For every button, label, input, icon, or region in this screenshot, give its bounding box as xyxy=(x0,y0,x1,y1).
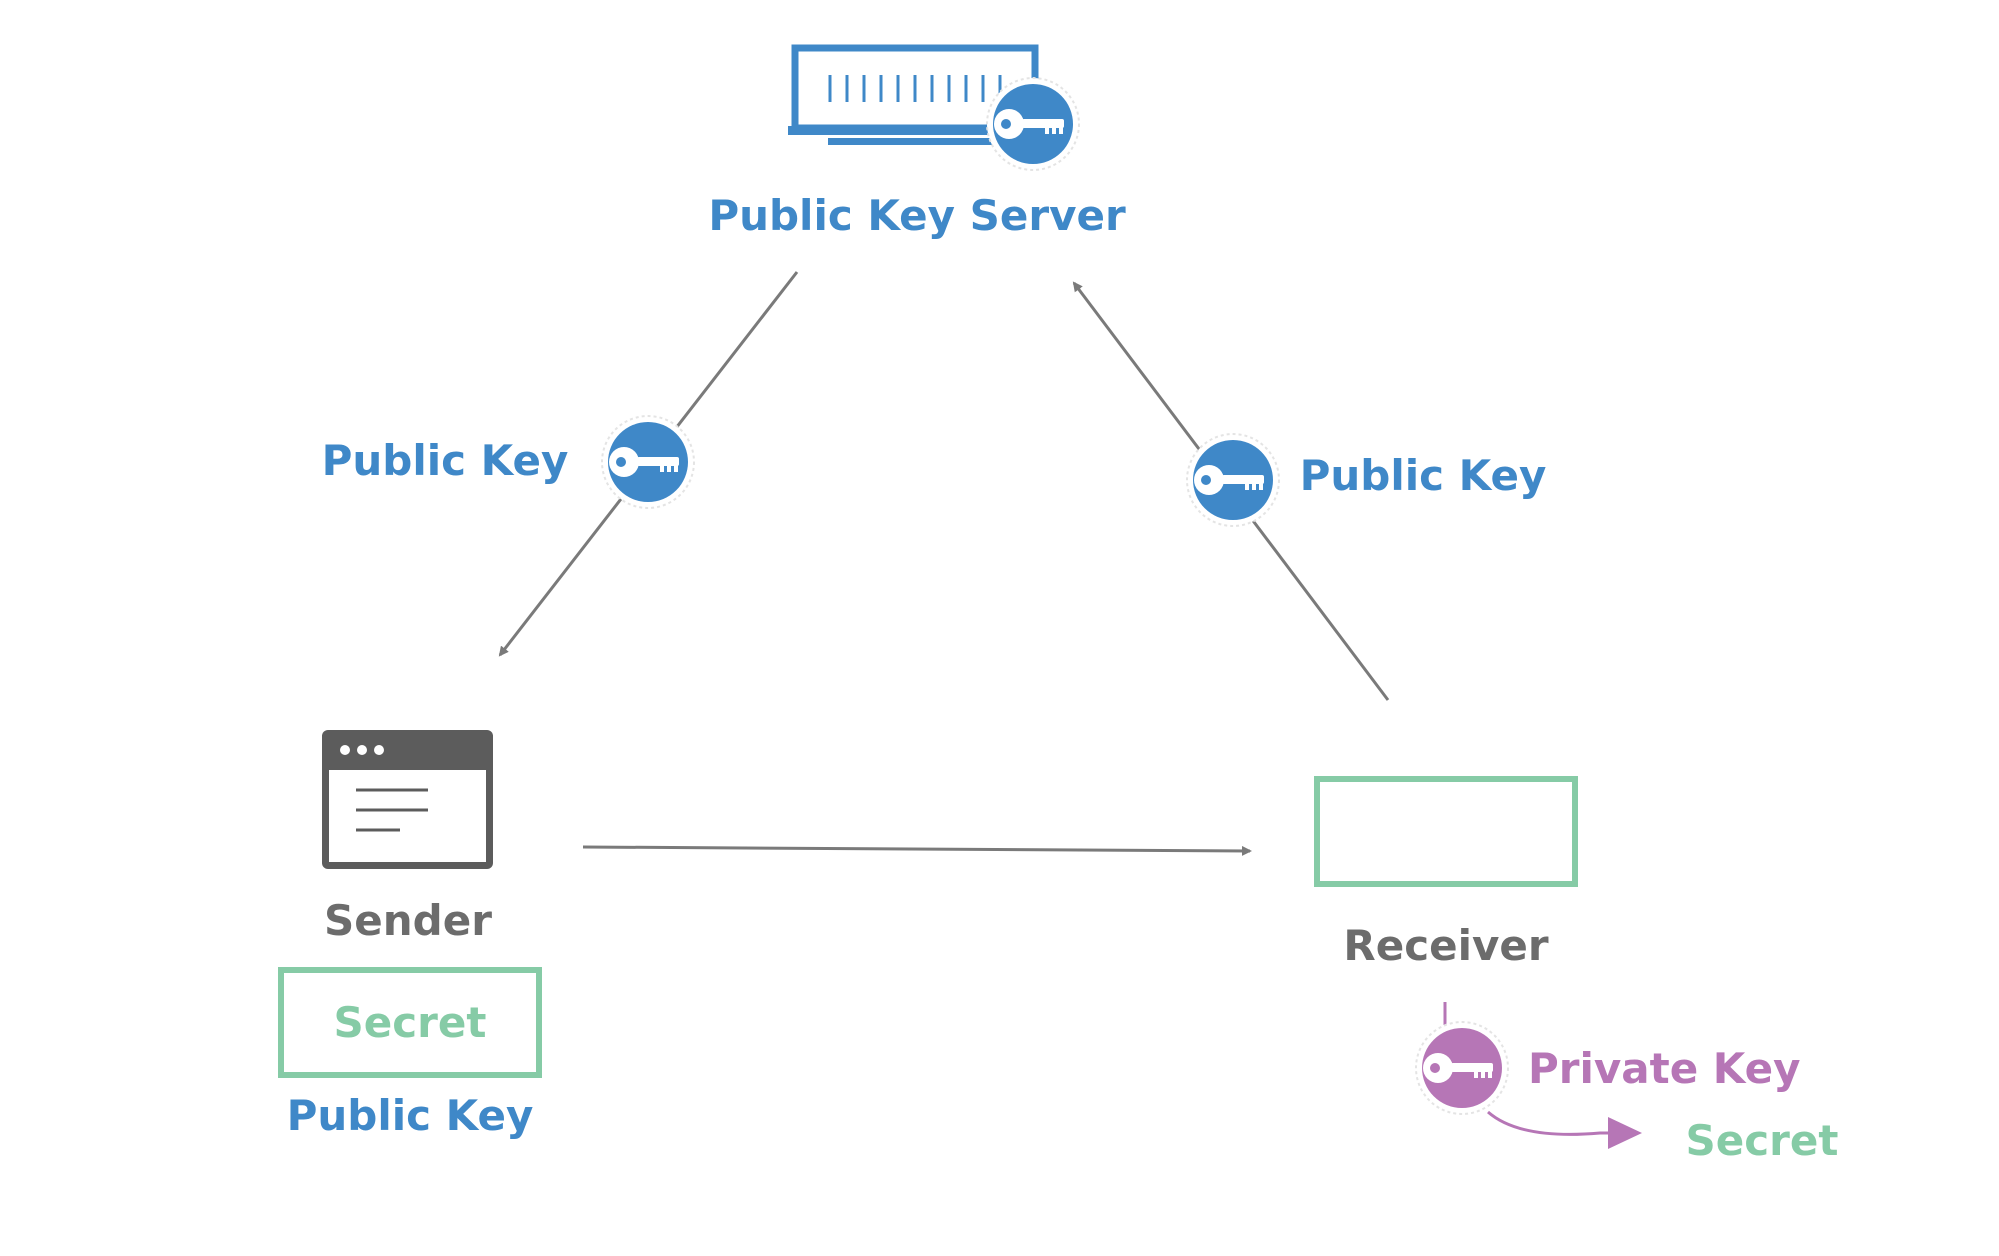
private-key-label: Private Key xyxy=(1528,1044,1800,1093)
arrow-sender-to-receiver xyxy=(582,845,1252,856)
receiver-box xyxy=(1314,776,1578,887)
receiver-label: Receiver xyxy=(1343,921,1548,970)
sender-label: Sender xyxy=(324,896,492,945)
private-key-icon xyxy=(1415,1021,1509,1115)
server-icon xyxy=(788,44,1080,171)
right-public-key-label: Public Key xyxy=(1300,451,1547,500)
decrypt-arrow xyxy=(1487,1110,1612,1136)
receiver-secret-label: Secret xyxy=(1686,1116,1839,1165)
decrypt-arrowhead xyxy=(1608,1117,1642,1149)
public-key-icon xyxy=(601,415,695,509)
server-label: Public Key Server xyxy=(708,191,1126,240)
public-key-icon xyxy=(1186,433,1280,527)
sender-secret-box xyxy=(278,967,542,1078)
public-key-icon xyxy=(986,77,1080,171)
left-public-key-label: Public Key xyxy=(322,436,569,485)
sender-public-key-label: Public Key xyxy=(287,1091,534,1140)
browser-window-icon xyxy=(322,730,493,869)
sender-secret-label: Secret xyxy=(334,998,487,1047)
